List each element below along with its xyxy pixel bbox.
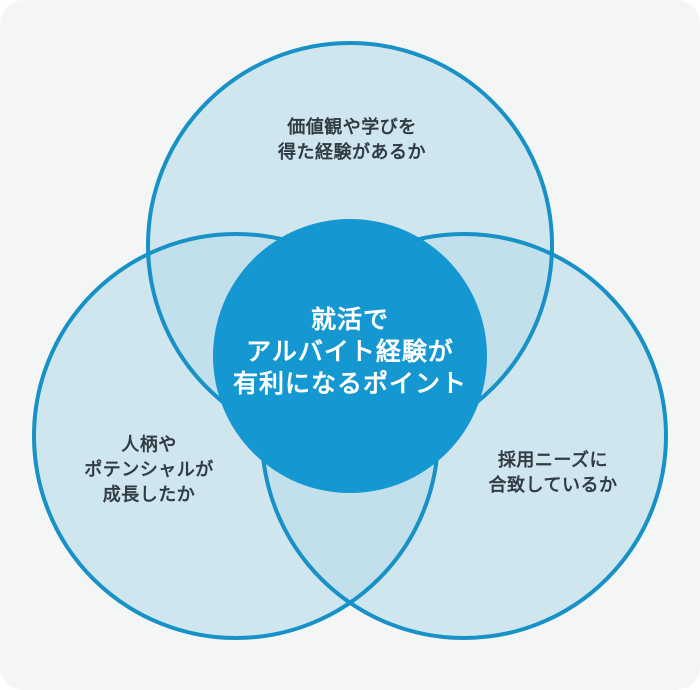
label-line: 採用ニーズに xyxy=(497,450,609,470)
label-values-circle: 価値観や学びを 得た経験があるか xyxy=(278,115,426,165)
label-line: アルバイト経験が xyxy=(246,338,454,366)
label-line: 成長したか xyxy=(102,484,196,505)
label-line: 合致しているか xyxy=(488,475,618,495)
center-circle xyxy=(213,219,487,493)
label-line: ポテンシャルが xyxy=(84,459,214,480)
label-hiring-needs-circle: 採用ニーズに 合致しているか xyxy=(489,448,618,498)
label-personality-circle: 人柄や ポテンシャルが 成長したか xyxy=(84,433,214,508)
label-line: 価値観や学びを xyxy=(287,117,417,137)
label-center-circle: 就活で アルバイト経験が 有利になるポイント xyxy=(233,304,467,400)
label-line: 有利になるポイント xyxy=(232,370,468,398)
label-line: 人柄や xyxy=(121,434,177,455)
label-line: 得た経験があるか xyxy=(278,142,426,162)
label-line: 就活で xyxy=(310,306,390,334)
